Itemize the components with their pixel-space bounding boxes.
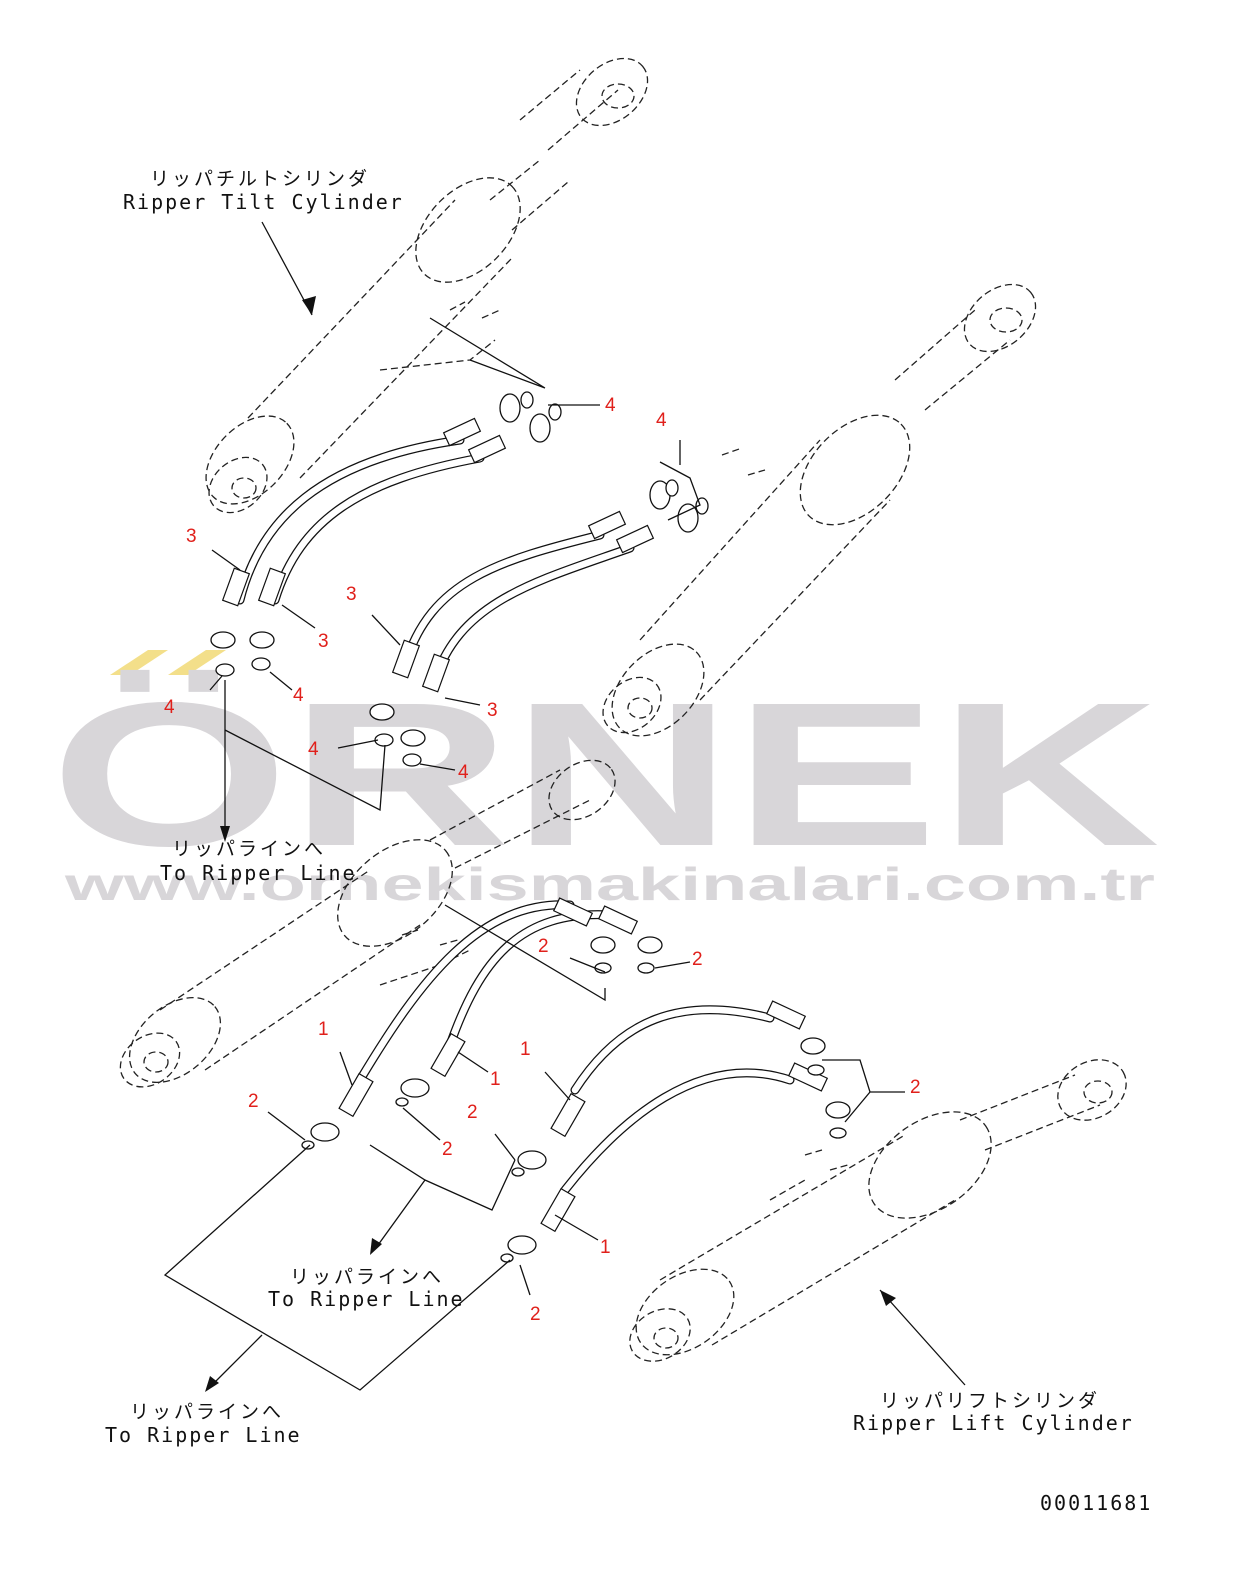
leader-lines [163,221,966,1392]
callout-2: 2 [692,949,703,970]
watermark-accent-right [168,650,226,675]
lift-cylinder-label-en: Ripper Lift Cylinder [853,1411,1134,1435]
callout-3: 3 [318,631,329,652]
drawing-number: 00011681 [1040,1491,1152,1515]
callout-3: 3 [487,700,498,721]
watermark-url: www.ornekismakinalari.com.tr [63,858,1155,910]
callout-4: 4 [605,395,616,416]
to-ripper-line-1-en: To Ripper Line [160,861,357,885]
text-labels: リッパチルトシリンダ Ripper Tilt Cylinder リッパラインへ … [105,168,1152,1515]
callout-4: 4 [293,685,304,706]
watermark: ÖRNEK www.ornekismakinalari.com.tr [50,650,1160,910]
callout-2: 2 [910,1077,921,1098]
callout-4: 4 [308,739,319,760]
lift-cylinder-right [629,1059,1127,1362]
callout-1: 1 [490,1069,501,1090]
lift-cylinder-label-jp: リッパリフトシリンダ [880,1390,1100,1412]
to-ripper-line-3-en: To Ripper Line [105,1423,302,1447]
callout-2: 2 [248,1091,259,1112]
callout-4: 4 [164,697,175,718]
watermark-accent-left [110,650,168,675]
watermark-brand: ÖRNEK [50,660,1160,889]
callout-1: 1 [600,1237,611,1258]
tilt-cylinder-left [205,57,649,514]
to-ripper-line-1-jp: リッパラインへ [172,838,326,860]
callout-2: 2 [442,1139,453,1160]
to-ripper-line-3-jp: リッパラインへ [130,1401,284,1423]
callout-2: 2 [530,1304,541,1325]
callout-1: 1 [520,1039,531,1060]
callout-3: 3 [346,584,357,605]
callout-2: 2 [538,936,549,957]
to-ripper-line-2-en: To Ripper Line [268,1287,465,1311]
to-ripper-line-2-jp: リッパラインへ [290,1266,444,1288]
lift-cylinder-left [119,759,616,1088]
callout-4: 4 [656,410,667,431]
callouts: 4 4 3 3 4 4 3 3 4 4 2 2 1 1 1 2 2 2 2 1 … [164,395,921,1325]
callout-3: 3 [186,526,197,547]
callout-2: 2 [467,1102,478,1123]
tilt-cylinder-label-jp: リッパチルトシリンダ [150,168,370,190]
tilt-cylinder-label-en: Ripper Tilt Cylinder [123,190,404,214]
hoses [210,391,851,1263]
callout-4: 4 [458,762,469,783]
callout-1: 1 [318,1019,329,1040]
